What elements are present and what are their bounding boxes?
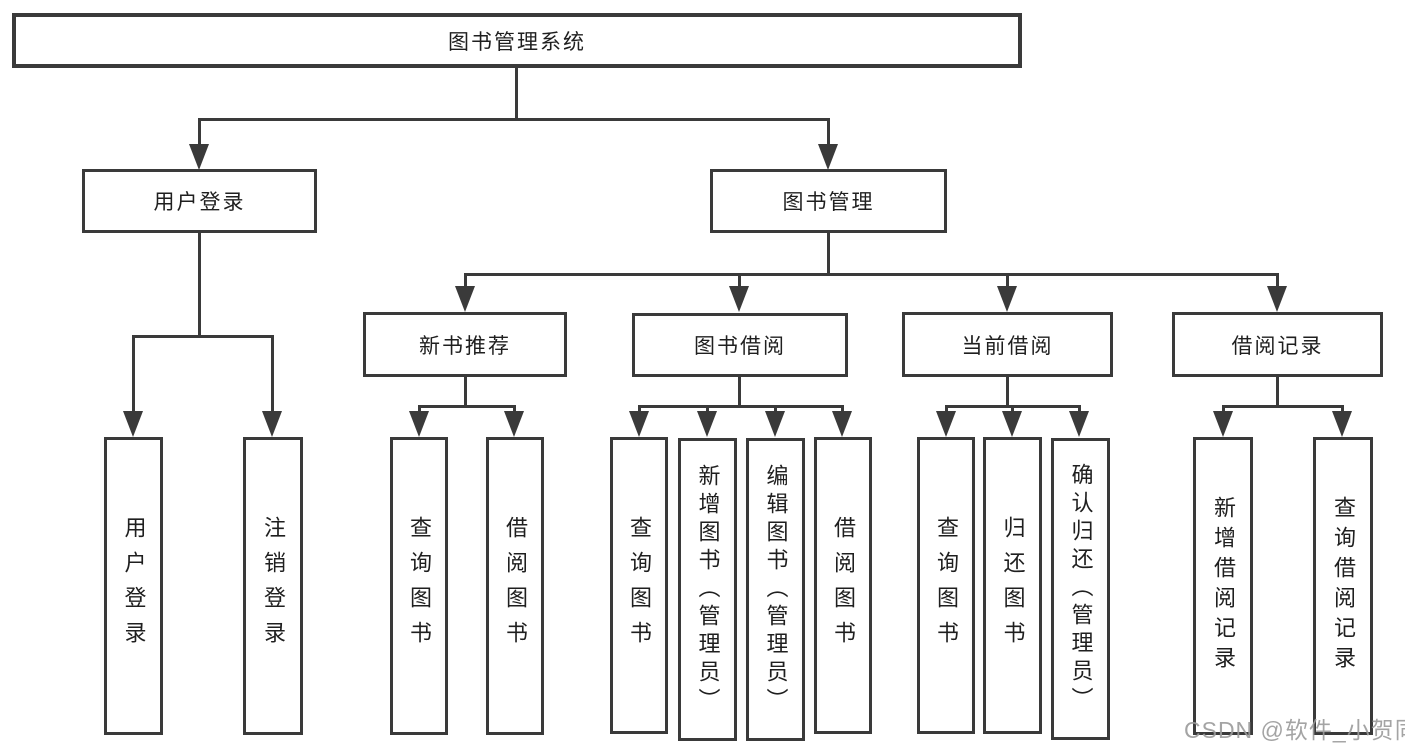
node-borrow-records: 借阅记录 xyxy=(1172,312,1383,377)
arrow-borrow-leaf3 xyxy=(765,411,785,437)
leaf-add-book-admin: 新增图书（管理员） xyxy=(678,438,737,741)
connector-to-recommend-line xyxy=(464,273,467,289)
connector-login-leaf2-line xyxy=(271,335,274,413)
arrow-records-leaf2 xyxy=(1332,411,1352,437)
connector-records-leaf1-line xyxy=(1222,405,1225,415)
node-current-borrow-label: 当前借阅 xyxy=(961,334,1054,358)
connector-login-leaf1-line xyxy=(132,335,135,413)
connector-login-stem xyxy=(198,233,201,335)
leaf-current-query-books-label: 查询图书 xyxy=(934,515,959,656)
leaf-rec-borrow-books-label: 借阅图书 xyxy=(503,516,528,656)
leaf-rec-query-books: 查询图书 xyxy=(390,437,448,735)
node-book-management-label: 图书管理 xyxy=(782,191,875,214)
connector-borrow-leaf1-line xyxy=(638,405,641,415)
node-book-borrow: 图书借阅 xyxy=(632,313,848,377)
node-book-borrow-label: 图书借阅 xyxy=(694,335,786,358)
arrow-to-current xyxy=(997,286,1017,312)
connector-root-stem xyxy=(515,68,518,118)
arrow-to-records xyxy=(1267,286,1287,312)
leaf-logout: 注销登录 xyxy=(243,437,303,735)
connector-to-book-mgmt-line xyxy=(827,118,830,146)
leaf-confirm-return-admin: 确认归还（管理员） xyxy=(1051,438,1110,740)
leaf-edit-book-admin-label: 编辑图书（管理员） xyxy=(763,463,789,716)
node-new-book-recommend-label: 新书推荐 xyxy=(419,334,511,358)
connector-records-hbar xyxy=(1222,405,1344,408)
arrow-to-recommend xyxy=(455,286,475,312)
leaf-add-book-admin-label: 新增图书（管理员） xyxy=(695,463,721,716)
arrow-borrow-leaf4 xyxy=(832,411,852,437)
leaf-current-query-books: 查询图书 xyxy=(917,437,975,734)
leaf-user-login-label: 用户登录 xyxy=(121,516,147,656)
connector-recommend-leaf1-line xyxy=(418,405,421,415)
connector-borrow-hbar xyxy=(638,405,844,408)
leaf-add-borrow-record: 新增借阅记录 xyxy=(1193,437,1253,735)
arrow-to-borrow xyxy=(729,286,749,312)
connector-records-stem xyxy=(1276,377,1279,405)
arrow-borrow-leaf1 xyxy=(629,411,649,437)
arrow-records-leaf1 xyxy=(1213,411,1233,437)
leaf-rec-borrow-books: 借阅图书 xyxy=(486,437,544,735)
leaf-borrow-query-books-label: 查询图书 xyxy=(627,515,652,656)
arrow-to-user-login xyxy=(189,144,209,170)
arrow-borrow-leaf2 xyxy=(697,411,717,437)
leaf-return-books-label: 归还图书 xyxy=(1000,515,1026,656)
connector-root-hbar xyxy=(198,118,830,121)
connector-records-leaf2-line xyxy=(1341,405,1344,415)
connector-to-records-line xyxy=(1276,273,1279,289)
arrow-to-book-mgmt xyxy=(818,144,838,170)
connector-borrow-leaf2-line xyxy=(706,405,709,415)
leaf-confirm-return-admin-label: 确认归还（管理员） xyxy=(1068,463,1094,715)
arrow-login-leaf1 xyxy=(123,411,143,437)
node-root-label: 图书管理系统 xyxy=(448,30,586,54)
connector-to-user-login-line xyxy=(198,118,201,146)
leaf-return-books: 归还图书 xyxy=(983,437,1042,734)
arrow-current-leaf1 xyxy=(936,411,956,437)
connector-mgmt-hbar xyxy=(464,273,1278,276)
node-user-login: 用户登录 xyxy=(82,169,317,233)
leaf-logout-label: 注销登录 xyxy=(261,516,286,656)
arrow-recommend-leaf1 xyxy=(409,411,429,437)
connector-to-current-line xyxy=(1006,273,1009,289)
arrow-login-leaf2 xyxy=(262,411,282,437)
connector-mgmt-stem xyxy=(827,233,830,273)
leaf-edit-book-admin: 编辑图书（管理员） xyxy=(746,438,805,741)
connector-borrow-leaf3-line xyxy=(774,405,777,415)
arrow-current-leaf2 xyxy=(1002,411,1022,437)
node-book-management: 图书管理 xyxy=(710,169,947,233)
leaf-user-login: 用户登录 xyxy=(104,437,163,735)
connector-login-hbar xyxy=(132,335,273,338)
node-root: 图书管理系统 xyxy=(12,13,1022,68)
leaf-add-borrow-record-label: 新增借阅记录 xyxy=(1211,496,1236,676)
leaf-borrow-borrow-books: 借阅图书 xyxy=(814,437,872,734)
leaf-borrow-borrow-books-label: 借阅图书 xyxy=(831,515,856,656)
leaf-query-borrow-record: 查询借阅记录 xyxy=(1313,437,1373,735)
leaf-rec-query-books-label: 查询图书 xyxy=(407,516,432,656)
connector-recommend-hbar xyxy=(418,405,516,408)
node-new-book-recommend: 新书推荐 xyxy=(363,312,567,377)
connector-to-borrow-line xyxy=(738,273,741,289)
connector-borrow-stem xyxy=(738,377,741,405)
connector-recommend-leaf2-line xyxy=(513,405,516,415)
node-current-borrow: 当前借阅 xyxy=(902,312,1113,377)
arrow-recommend-leaf2 xyxy=(504,411,524,437)
node-borrow-records-label: 借阅记录 xyxy=(1231,334,1324,358)
arrow-current-leaf3 xyxy=(1069,411,1089,437)
connector-current-leaf1-line xyxy=(945,405,948,415)
csdn-watermark: CSDN @软件_小贺同学 xyxy=(1184,717,1405,743)
connector-current-leaf2-line xyxy=(1011,405,1014,415)
connector-current-leaf3-line xyxy=(1078,405,1081,415)
leaf-query-borrow-record-label: 查询借阅记录 xyxy=(1331,496,1356,676)
connector-borrow-leaf4-line xyxy=(841,405,844,415)
node-user-login-label: 用户登录 xyxy=(153,191,246,214)
leaf-borrow-query-books: 查询图书 xyxy=(610,437,668,734)
connector-current-stem xyxy=(1006,377,1009,405)
connector-recommend-stem xyxy=(464,377,467,405)
